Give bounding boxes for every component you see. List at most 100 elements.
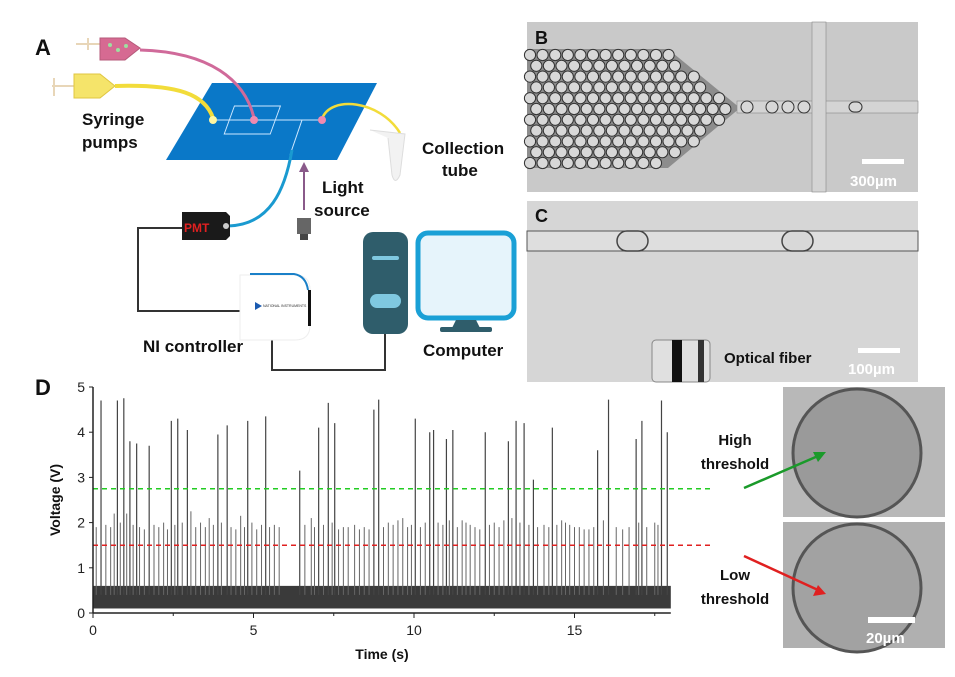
droplet: [662, 48, 675, 62]
droplet: [649, 70, 663, 83]
droplet: [555, 146, 568, 159]
droplet: [530, 102, 543, 116]
panel-c-micrograph: C Optical fiber 100µm: [526, 201, 919, 383]
droplet: [675, 113, 688, 126]
droplet: [612, 113, 625, 126]
light-source-icon: [297, 218, 311, 240]
panel-letter-d: D: [35, 375, 51, 400]
yellow-tube: [114, 83, 215, 119]
droplet: [656, 59, 669, 72]
collection-tube-label-1: Collection: [422, 139, 504, 158]
scale-bar-label-b: 300µm: [850, 173, 897, 190]
droplet: [656, 81, 669, 94]
droplet: [781, 230, 814, 252]
droplet: [618, 81, 631, 94]
droplet: [624, 92, 637, 105]
panel-d-micrographs: 20µm High threshold Low threshold: [701, 387, 945, 654]
low-threshold-label-1: Low: [720, 567, 750, 584]
droplet: [549, 92, 562, 105]
droplet: [599, 156, 612, 170]
droplet: [687, 70, 700, 83]
droplet: [675, 92, 688, 105]
y-tick-label: 4: [77, 424, 85, 440]
baseline-band: [93, 585, 671, 609]
droplet: [612, 92, 625, 105]
droplet: [706, 102, 719, 116]
droplet: [561, 135, 574, 148]
droplet: [656, 102, 669, 116]
droplet: [643, 146, 656, 159]
droplet: [599, 70, 612, 83]
droplet: [568, 146, 581, 159]
collection-tube-label-2: tube: [442, 161, 478, 180]
y-axis-label: Voltage (V): [47, 464, 63, 536]
droplet: [523, 113, 537, 126]
droplet: [848, 101, 863, 113]
y-tick-label: 1: [77, 560, 85, 576]
droplet: [631, 124, 644, 137]
droplet: [593, 81, 606, 94]
light-source-label-2: source: [314, 201, 370, 220]
droplet: [586, 70, 600, 83]
droplet: [568, 124, 581, 137]
droplet: [542, 124, 556, 137]
droplet: [561, 92, 574, 105]
droplet: [580, 81, 593, 94]
droplet: [530, 124, 543, 137]
droplet: [568, 102, 581, 116]
droplet: [542, 59, 556, 72]
droplet: [593, 146, 606, 159]
droplet: [555, 102, 568, 116]
droplet: [656, 124, 669, 137]
pmt-label: PMT: [184, 221, 210, 235]
droplet: [523, 92, 537, 105]
droplet: [668, 124, 682, 137]
droplet: [549, 156, 562, 170]
droplet: [649, 48, 663, 62]
syringe-pink-icon: [76, 37, 141, 61]
droplet: [624, 70, 637, 83]
droplet: [561, 48, 574, 62]
scale-bar-label-c: 100µm: [848, 361, 895, 378]
droplet: [681, 124, 694, 137]
droplet: [668, 59, 682, 72]
droplet: [649, 92, 663, 105]
optical-fiber-label: Optical fiber: [724, 350, 812, 367]
droplet: [740, 100, 754, 114]
pink-tube: [139, 48, 256, 119]
droplet: [700, 92, 713, 105]
droplet: [624, 135, 637, 148]
panel-letter-c: C: [535, 206, 548, 226]
droplet: [624, 113, 637, 126]
droplet: [649, 156, 663, 170]
droplet: [643, 59, 656, 72]
droplet: [618, 59, 631, 72]
droplet: [637, 156, 650, 170]
droplet: [662, 70, 675, 83]
droplet: [681, 81, 694, 94]
droplet: [580, 102, 593, 116]
droplet: [612, 70, 625, 83]
droplet: [605, 81, 619, 94]
droplet: [555, 124, 568, 137]
droplet: [599, 48, 612, 62]
droplet: [586, 92, 600, 105]
droplet: [593, 59, 606, 72]
droplet: [662, 92, 675, 105]
droplet: [694, 81, 707, 94]
droplet: [536, 135, 549, 148]
yellow-outlet-tube: [320, 102, 402, 134]
droplet: [580, 59, 593, 72]
droplet: [631, 102, 644, 116]
droplet: [523, 48, 537, 62]
droplet: [580, 124, 593, 137]
droplet: [612, 48, 625, 62]
droplet: [668, 81, 682, 94]
droplet: [649, 113, 663, 126]
droplet: [574, 113, 587, 126]
red-arrow: [743, 554, 819, 592]
droplet: [612, 156, 625, 170]
pmt-detector-icon: [182, 212, 230, 240]
droplet: [555, 81, 568, 94]
